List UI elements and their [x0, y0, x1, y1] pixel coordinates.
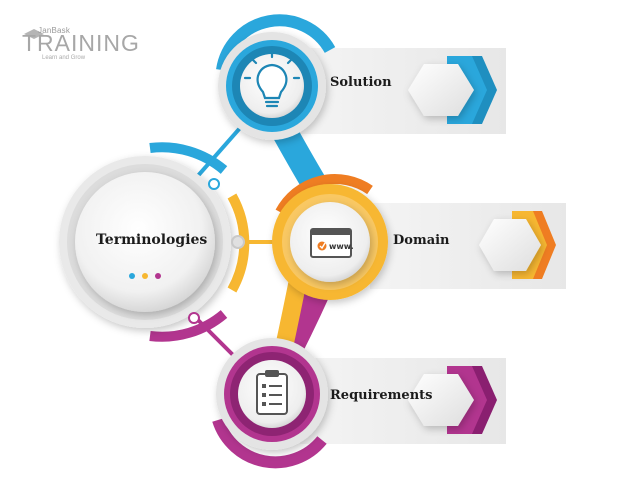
logo-brand-big: TRAINING — [22, 30, 140, 56]
www-text: www. — [329, 242, 354, 251]
requirements-label: Requirements — [330, 388, 433, 403]
logo-tagline: Learn and Grow — [42, 55, 86, 61]
dot-yellow — [142, 273, 148, 279]
domain-label: Domain — [393, 233, 450, 248]
clipboard-checklist-icon — [256, 370, 288, 415]
center-dots — [129, 273, 161, 279]
requirements-panel — [300, 358, 506, 444]
solution-label: Solution — [330, 75, 392, 90]
domain-panel — [370, 203, 566, 289]
center-node — [59, 142, 250, 342]
www-browser-icon: www. — [310, 228, 354, 258]
logo-brand-small: JanBask — [38, 26, 71, 35]
solution-panel — [300, 48, 506, 134]
dot-blue — [129, 273, 135, 279]
dot-magenta — [155, 273, 161, 279]
center-label: Terminologies — [96, 232, 208, 248]
lightbulb-icon — [243, 50, 301, 108]
